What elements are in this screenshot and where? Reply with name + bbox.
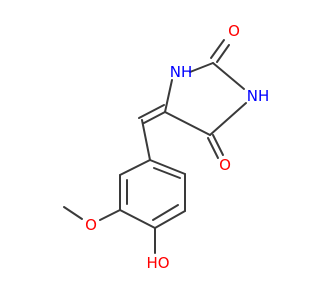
bond-ar-1 [149, 159, 186, 175]
bond-n3-c2 [212, 62, 245, 90]
bond-c4-n3 [209, 102, 247, 136]
exocyclic-double-bond [138, 104, 166, 161]
bond-c5-ch-a [143, 111, 166, 124]
atom-label-ho: HO [146, 254, 169, 272]
bond-ar-3 [154, 210, 186, 229]
bond-c2-o-double-a [210, 39, 225, 59]
bond-ar-o-methoxy [99, 209, 121, 221]
bond-c4-o-double-a [207, 137, 219, 159]
bond-ch-aryl [141, 119, 151, 161]
bond-ar-6 [119, 159, 151, 176]
bond-c2-n1 [189, 62, 214, 73]
benzene-ring [119, 159, 186, 229]
bond-o-methyl [63, 206, 83, 220]
substituents [63, 206, 156, 254]
atom-label-nh-top: NH [170, 63, 193, 81]
bond-ar-inner-2 [152, 204, 179, 221]
bond-c4-o-double-b [212, 134, 224, 156]
atom-label-o-right: O [219, 156, 231, 174]
bond-c2-o-double-b [216, 44, 230, 63]
bond-c5-ch-b [138, 104, 165, 119]
atom-label-nh-right: NH [247, 87, 270, 105]
bond-n1-c5 [164, 79, 173, 113]
atom-label-o-methoxy: O [85, 216, 97, 234]
chemical-structure-diagram: O NH NH O O HO [63, 22, 270, 272]
bond-c5-c4 [164, 111, 211, 136]
atom-label-o-top: O [228, 22, 240, 40]
bond-ar-4 [119, 209, 156, 229]
hydantoin-ring [164, 39, 247, 159]
bond-ar-inner-1 [153, 167, 181, 179]
